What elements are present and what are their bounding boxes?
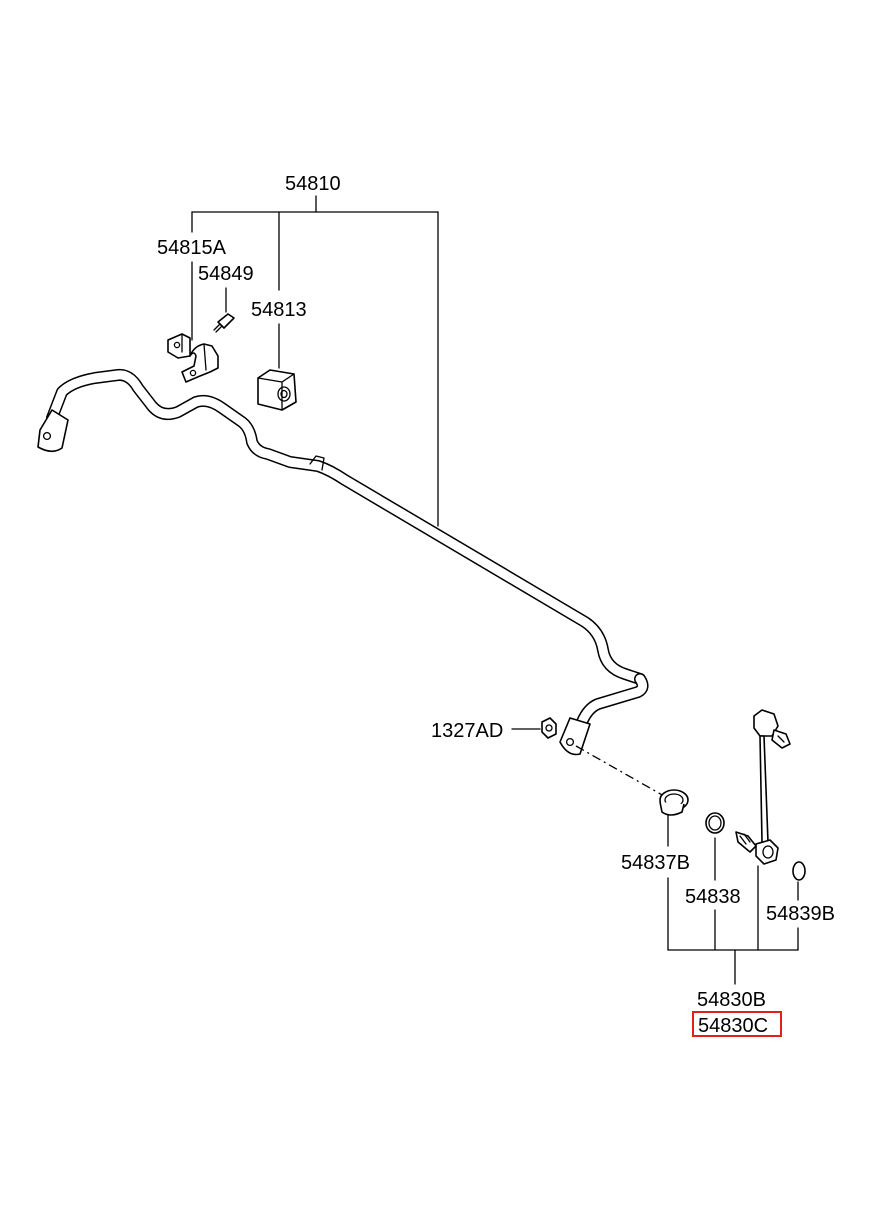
stabilizer-bushing[interactable] <box>257 369 297 411</box>
label-54830C[interactable]: 54830C <box>698 1015 768 1037</box>
clamp-bracket[interactable] <box>167 333 219 383</box>
nut[interactable] <box>541 717 557 739</box>
stabilizer-link[interactable] <box>735 709 791 865</box>
highlight-box <box>692 1011 782 1037</box>
link-bushing[interactable] <box>659 789 689 816</box>
label-1327AD: 1327AD <box>431 720 503 742</box>
label-54838: 54838 <box>685 886 741 908</box>
stabilizer-bar[interactable] <box>37 368 649 756</box>
dust-cap[interactable] <box>792 861 806 881</box>
label-54830B: 54830B <box>697 989 766 1011</box>
label-54839B: 54839B <box>766 903 835 925</box>
label-54849: 54849 <box>198 263 254 285</box>
bar-left-eye <box>37 409 69 453</box>
label-54815A: 54815A <box>157 237 227 259</box>
label-54810: 54810 <box>285 173 341 195</box>
o-ring[interactable] <box>705 812 725 834</box>
bar-right-eye <box>559 717 591 756</box>
leader-lines <box>191 195 799 985</box>
label-54813: 54813 <box>251 299 307 321</box>
bolt[interactable] <box>213 313 235 333</box>
label-54837B: 54837B <box>621 852 690 874</box>
